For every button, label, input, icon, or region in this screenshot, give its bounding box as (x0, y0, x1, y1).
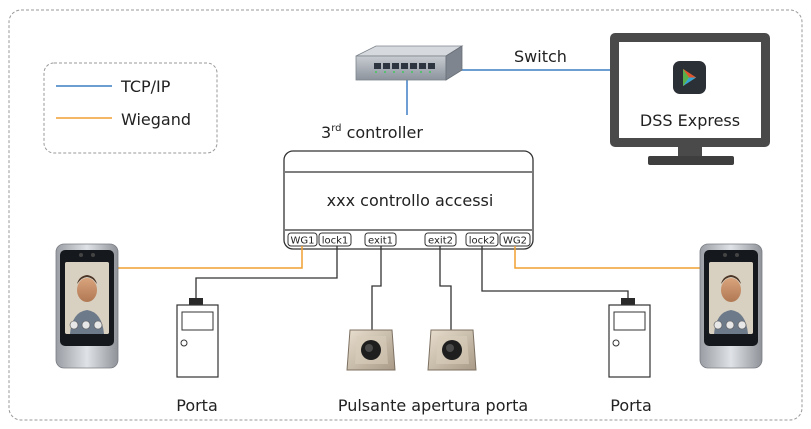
exit1-wire (371, 246, 382, 330)
legend-label-tcpip: TCP/IP (120, 77, 171, 96)
port-exit1-label: exit1 (368, 236, 393, 247)
wiegand-wire-left (118, 246, 303, 269)
door-icon (176, 298, 219, 378)
access-controller: xxx controllo accessi WG1 lock1 exit1 ex… (283, 150, 534, 250)
face-recognition-terminal-icon (55, 243, 119, 369)
dss-express-app-icon (673, 61, 706, 94)
door-label-right: Porta (610, 396, 652, 415)
port-wg1-label: WG1 (291, 236, 315, 247)
port-wg2-label: WG2 (503, 236, 527, 247)
network-switch-icon (355, 45, 464, 81)
port-exit2-label: exit2 (428, 236, 453, 247)
exit-button-icon-2 (427, 329, 477, 371)
switch-label: Switch (514, 47, 567, 66)
lock2-wire (481, 246, 629, 300)
controller-title: xxx controllo accessi (327, 191, 494, 210)
third-controller-sup: rd (331, 123, 341, 134)
legend: TCP/IP Wiegand (43, 62, 218, 154)
third-controller-label: 3rd controller (321, 123, 423, 142)
dss-express-label: DSS Express (640, 111, 740, 130)
controller-body (283, 150, 534, 250)
lock1-wire (195, 246, 338, 300)
third-controller-text: controller (341, 123, 423, 142)
port-lock1 (318, 232, 352, 247)
face-recognition-terminal-icon-right (699, 243, 763, 369)
exit-button-icon (346, 329, 396, 371)
wiegand-wire-right (514, 246, 700, 269)
outer-frame (8, 9, 803, 421)
port-lock2-label: lock2 (469, 236, 496, 247)
legend-label-wiegand: Wiegand (121, 110, 191, 129)
door-label-left: Porta (176, 396, 218, 415)
monitor-icon (610, 33, 770, 165)
door-icon-right (608, 298, 651, 378)
exit2-wire (439, 246, 452, 330)
legend-box (43, 62, 218, 154)
exit-buttons-label: Pulsante apertura porta (338, 396, 528, 415)
third-controller-num: 3 (321, 123, 331, 142)
port-lock1-label: lock1 (322, 236, 349, 247)
